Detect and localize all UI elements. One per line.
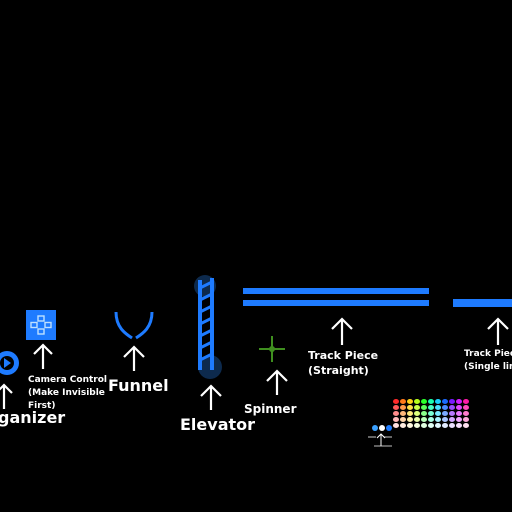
- palette-swatch[interactable]: [400, 411, 406, 416]
- track-single-label: Track Piece (Single line): [464, 348, 512, 374]
- spinner-arrow: [263, 368, 291, 396]
- track-single-rail[interactable]: [453, 299, 512, 307]
- palette-swatch[interactable]: [456, 405, 462, 410]
- palette-swatch[interactable]: [400, 405, 406, 410]
- palette-swatch[interactable]: [421, 411, 427, 416]
- palette-swatch[interactable]: [463, 423, 469, 428]
- track-straight-rail-bottom[interactable]: [243, 300, 429, 306]
- palette-swatch[interactable]: [449, 405, 455, 410]
- palette-swatch[interactable]: [407, 423, 413, 428]
- palette-swatch[interactable]: [428, 405, 434, 410]
- camera-control-arrow: [31, 342, 55, 370]
- palette-swatch[interactable]: [435, 423, 441, 428]
- track-straight-label-line2: (Straight): [308, 364, 369, 377]
- spinner-cross-icon: [259, 336, 285, 362]
- palette-swatch[interactable]: [407, 405, 413, 410]
- palette-swatch[interactable]: [414, 423, 420, 428]
- palette-swatch[interactable]: [463, 399, 469, 404]
- track-single-arrow: [484, 316, 512, 346]
- palette-swatch[interactable]: [414, 417, 420, 422]
- camera-control-piece[interactable]: [26, 310, 56, 340]
- color-palette[interactable]: [393, 399, 470, 429]
- elevator-label: Elevator: [180, 415, 256, 434]
- palette-swatch[interactable]: [435, 399, 441, 404]
- palette-swatch[interactable]: [435, 417, 441, 422]
- palette-swatch[interactable]: [407, 417, 413, 422]
- spinner-piece[interactable]: [258, 335, 286, 363]
- track-straight-label-line1: Track Piece: [308, 349, 379, 362]
- palette-swatch[interactable]: [442, 399, 448, 404]
- palette-swatch[interactable]: [435, 405, 441, 410]
- palette-swatch[interactable]: [393, 411, 399, 416]
- track-straight-label: Track Piece (Straight): [308, 348, 378, 378]
- palette-swatch[interactable]: [449, 411, 455, 416]
- palette-swatch[interactable]: [393, 405, 399, 410]
- camera-control-label-line3: First): [28, 401, 56, 411]
- funnel-piece[interactable]: [112, 310, 156, 342]
- palette-swatch[interactable]: [456, 399, 462, 404]
- palette-swatch[interactable]: [421, 423, 427, 428]
- organizer-arrow: [0, 382, 14, 410]
- palette-swatch[interactable]: [456, 411, 462, 416]
- palette-swatch[interactable]: [449, 423, 455, 428]
- camera-control-icon: [30, 315, 52, 335]
- palette-swatch[interactable]: [428, 411, 434, 416]
- mini-palette-icon: [368, 425, 392, 447]
- camera-control-label-line1: Camera Control: [28, 375, 108, 385]
- palette-swatch[interactable]: [449, 417, 455, 422]
- palette-swatch[interactable]: [463, 405, 469, 410]
- organizer-piece[interactable]: [0, 350, 20, 376]
- elevator-piece[interactable]: [192, 274, 226, 382]
- palette-swatch[interactable]: [393, 399, 399, 404]
- palette-swatch[interactable]: [407, 399, 413, 404]
- mini-palette-widget[interactable]: [366, 424, 394, 448]
- palette-swatch[interactable]: [428, 399, 434, 404]
- track-single-label-line1: Track Piece: [464, 349, 512, 359]
- palette-swatch[interactable]: [421, 405, 427, 410]
- palette-swatch[interactable]: [435, 411, 441, 416]
- palette-swatch[interactable]: [407, 411, 413, 416]
- palette-swatch[interactable]: [428, 417, 434, 422]
- camera-control-label-line2: (Make Invisible: [28, 388, 105, 398]
- elevator-arrow: [198, 383, 224, 411]
- spinner-label: Spinner: [244, 402, 297, 416]
- palette-swatch[interactable]: [421, 417, 427, 422]
- funnel-label: Funnel: [108, 376, 169, 395]
- palette-swatch[interactable]: [456, 423, 462, 428]
- palette-swatch[interactable]: [442, 411, 448, 416]
- palette-swatch[interactable]: [400, 423, 406, 428]
- palette-swatch[interactable]: [463, 417, 469, 422]
- elevator-icon: [194, 275, 222, 379]
- palette-swatch[interactable]: [421, 399, 427, 404]
- palette-swatch[interactable]: [400, 417, 406, 422]
- palette-swatch[interactable]: [414, 399, 420, 404]
- funnel-arrow: [121, 344, 147, 372]
- track-straight-rail-top[interactable]: [243, 288, 429, 294]
- palette-swatch[interactable]: [393, 423, 399, 428]
- palette-swatch[interactable]: [442, 423, 448, 428]
- camera-control-label: Camera Control (Make Invisible First): [28, 374, 107, 413]
- palette-swatch[interactable]: [442, 417, 448, 422]
- funnel-icon: [114, 311, 154, 340]
- palette-swatch[interactable]: [414, 405, 420, 410]
- palette-swatch[interactable]: [449, 399, 455, 404]
- organizer-label: ganizer: [0, 408, 66, 427]
- palette-swatch[interactable]: [442, 405, 448, 410]
- palette-swatch[interactable]: [428, 423, 434, 428]
- palette-swatch[interactable]: [400, 399, 406, 404]
- track-straight-arrow: [328, 316, 356, 346]
- palette-swatch[interactable]: [463, 411, 469, 416]
- palette-swatch[interactable]: [393, 417, 399, 422]
- palette-swatch[interactable]: [414, 411, 420, 416]
- track-single-label-line2: (Single line): [464, 362, 512, 372]
- palette-swatch[interactable]: [456, 417, 462, 422]
- organizer-icon: [0, 351, 19, 375]
